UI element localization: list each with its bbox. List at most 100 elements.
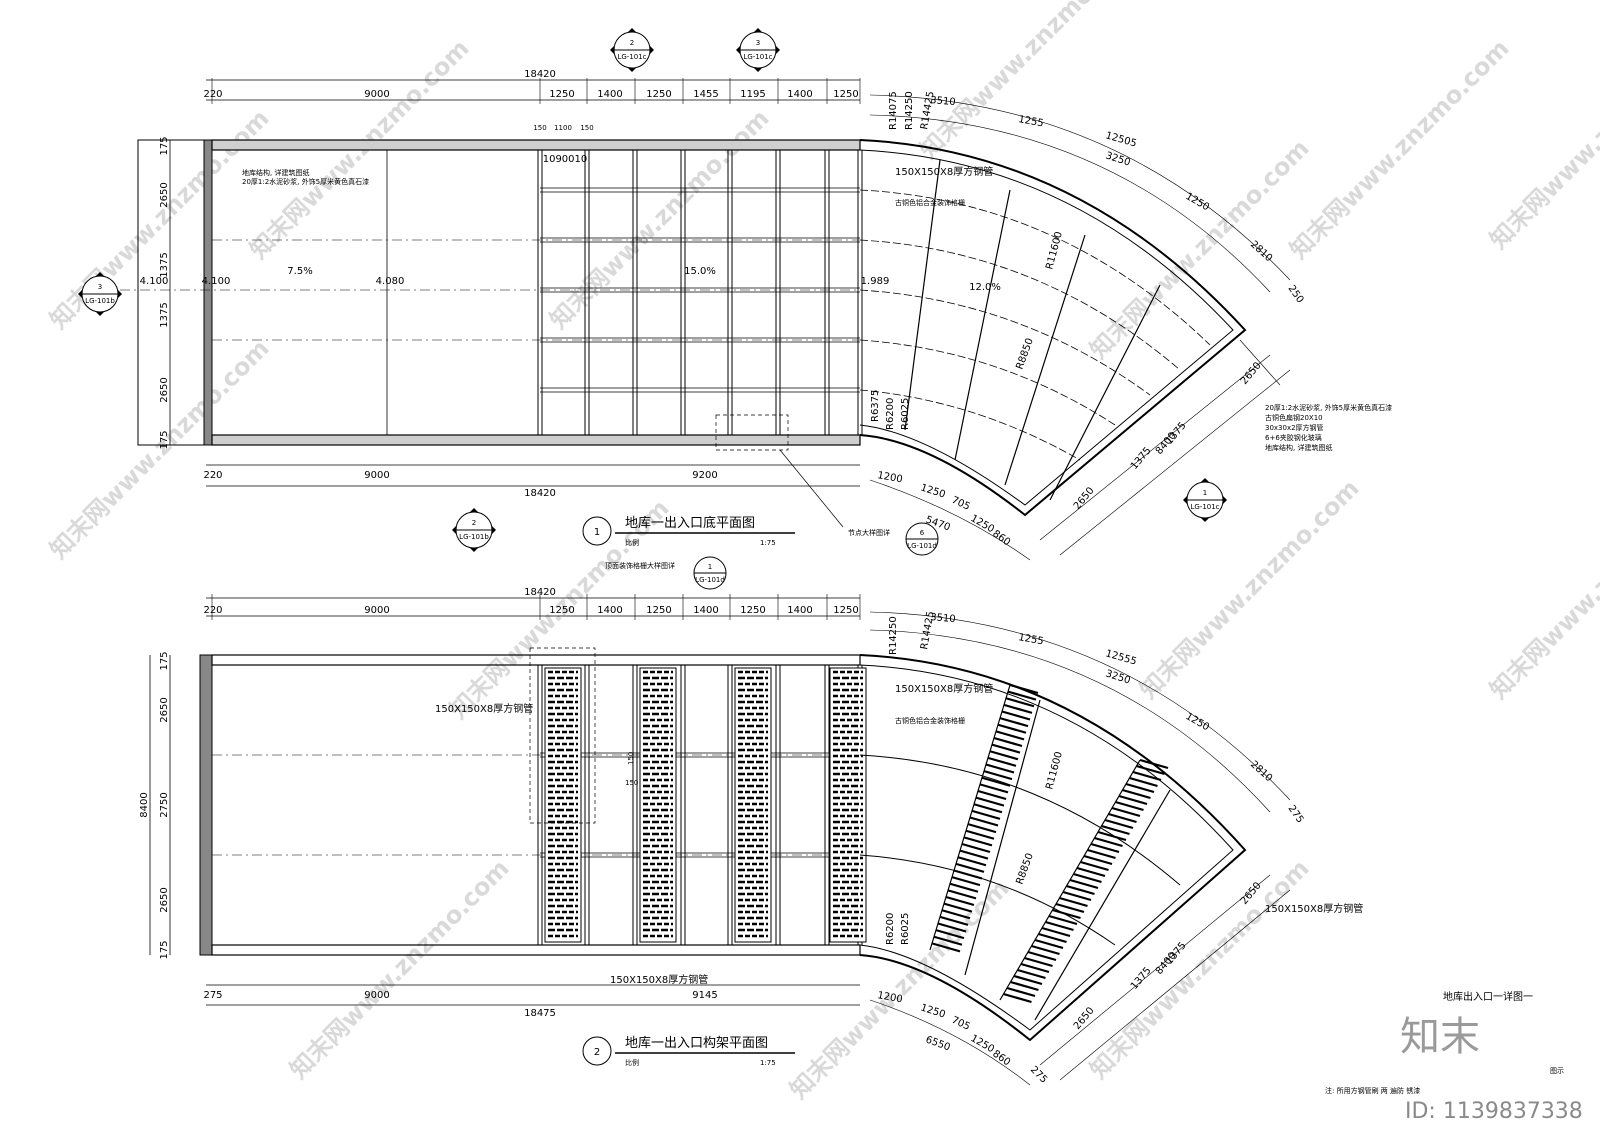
p2-inner-dim: 150 <box>627 752 635 765</box>
p2-steel-label: 150X150X8厚方钢管 <box>1265 902 1363 915</box>
detail-marker[interactable]: 1 LG-101d <box>693 556 727 590</box>
p1-radius: R6375 <box>870 390 881 422</box>
p1-note-right: 30x30x2厚方钢管 <box>1265 423 1324 432</box>
p1-bottom-total: 18420 <box>524 488 556 499</box>
p1-note: 20厚1:2水泥砂浆, 外饰5厚米黄色真石漆 <box>242 177 369 186</box>
p1-arc-dim: 12505 <box>1104 130 1138 149</box>
p2-number-circle <box>582 1036 612 1066</box>
p2-arc-dim-inner: 860 <box>990 1048 1012 1068</box>
section-marker[interactable]: 3 LG-101c <box>736 28 780 72</box>
p1-bottom-dim: 9200 <box>692 470 717 481</box>
p1-top-dim: 1195 <box>740 89 765 100</box>
p1-scale: 1:75 <box>760 539 776 547</box>
p2-grille-detail-label: 顶面装饰格栅大样图详 <box>605 561 675 570</box>
id-text: ID: 1139837338 <box>1405 1099 1583 1124</box>
p2-top-dim: 1250 <box>740 605 765 616</box>
section-num: 1 <box>1203 489 1207 497</box>
section-marker[interactable]: 2 LG-101c <box>610 28 654 72</box>
p1-top-dim: 1455 <box>693 89 718 100</box>
section-ref: LG-101c <box>1190 503 1219 511</box>
p2-top-total: 18420 <box>524 587 556 598</box>
p1-radius: R6025 <box>900 398 911 430</box>
p1-arc-dim: 250 <box>1286 283 1306 305</box>
p2-radius: R14250 <box>888 616 899 655</box>
p2-top-dim: 1250 <box>549 605 574 616</box>
p1-detail-label: 节点大样图详 <box>848 528 890 537</box>
p1-top-dim: 1400 <box>787 89 812 100</box>
p1-radius: R14250 <box>904 91 915 130</box>
sheet-title: 地库出入口一详图一 <box>1443 990 1533 1003</box>
p1-radius: R14075 <box>888 91 899 130</box>
p1-left-dim: 175 <box>159 136 170 155</box>
p1-grille-label: 古铜色铝合金装饰格栅 <box>895 198 965 207</box>
p2-arc-dim: 1255 <box>1017 632 1044 647</box>
p2-bottom-dim: 275 <box>203 990 222 1001</box>
p1-scale-label: 比例 <box>625 538 639 547</box>
p2-top-dim: 9000 <box>364 605 389 616</box>
section-ref: LG-101c <box>617 53 646 61</box>
p1-left-dim: 1375 <box>159 252 170 277</box>
p1-slope: 15.0% <box>684 266 716 277</box>
p1-level: 1.989 <box>861 276 890 287</box>
section-ref: LG-101c <box>743 53 772 61</box>
p1-note-right: 6+6夹胶钢化玻璃 <box>1265 433 1322 442</box>
section-marker[interactable]: 1 LG-101c <box>1183 478 1227 522</box>
legend-label: 图示 <box>1550 1067 1564 1075</box>
p1-sub-dim: 1100 <box>554 124 572 132</box>
p2-left-dim: 2650 <box>159 697 170 722</box>
p1-arc-dim: 2810 <box>1248 239 1274 264</box>
section-ref: LG-101d <box>907 542 937 550</box>
watermark-text: 知末网www.znzmo.com <box>1134 474 1364 704</box>
p2-title: 地库一出入口构架平面图 <box>625 1035 768 1051</box>
p2-arc-dim-inner: 6550 <box>924 1034 952 1053</box>
watermark-text: 知末网www.znzmo.com <box>544 104 774 334</box>
p2-arc-dim: 2810 <box>1248 759 1274 784</box>
p1-slope: 7.5% <box>287 266 312 277</box>
p1-level: 4.100 <box>140 276 169 287</box>
p1-right-dim: 2650 <box>1239 360 1264 387</box>
plan-2-frame-plan <box>149 594 1291 1086</box>
p2-bottom-total: 18475 <box>524 1008 556 1019</box>
p1-arc-dim-inner: 1200 <box>876 470 903 485</box>
section-num: 1 <box>708 563 712 571</box>
p1-note-right: 古铜色扁钢20X10 <box>1265 413 1323 422</box>
p2-steel-label: 150X150X8厚方钢管 <box>435 702 533 715</box>
p1-top-dim: 220 <box>203 89 222 100</box>
watermark-text: 知末网www.znzmo.com <box>284 854 514 1084</box>
section-marker[interactable]: 2 LG-101b <box>452 508 496 552</box>
p2-arc-dim-inner: 705 <box>950 1015 972 1033</box>
p1-note-right: 20厚1:2水泥砂浆, 外饰5厚米黄色真石漆 <box>1265 403 1392 412</box>
p2-right-dim: 2650 <box>1072 1005 1097 1032</box>
p2-radius: R8850 <box>1014 852 1035 886</box>
p1-arc-dim: 1250 <box>1184 191 1212 213</box>
p1-radius: R11600 <box>1044 230 1065 270</box>
p1-sub-dim: 150 <box>580 124 593 132</box>
detail-marker[interactable]: 6 LG-101d <box>905 522 939 556</box>
legend-note: 注: 所用方钢管刷 两 遍防 锈漆 <box>1325 1086 1420 1095</box>
p1-radius: R6200 <box>885 398 896 430</box>
brand-logo: 知末 <box>1400 1014 1480 1060</box>
p2-left-dim: 175 <box>159 651 170 670</box>
p1-level: 4.080 <box>376 276 405 287</box>
watermark-text: 知末网www.znzmo.com <box>1084 134 1314 364</box>
section-marker[interactable]: 3 LG-101b <box>78 272 122 316</box>
p2-bottom-dim: 9145 <box>692 990 717 1001</box>
p1-note-right: 地库结构, 详建筑图纸 <box>1265 443 1332 452</box>
p2-top-dim: 1250 <box>833 605 858 616</box>
p2-arc-dim: 12555 <box>1104 648 1138 667</box>
p2-left-dim: 175 <box>159 940 170 959</box>
p1-top-dim: 9000 <box>364 89 389 100</box>
p1-slope: 12.0% <box>969 282 1001 293</box>
p2-left-dim: 2650 <box>159 887 170 912</box>
p1-level: 4.100 <box>202 276 231 287</box>
p2-top-dim: 1400 <box>693 605 718 616</box>
p2-top-dim: 220 <box>203 605 222 616</box>
p1-left-dim: 175 <box>159 430 170 449</box>
section-num: 6 <box>920 529 925 537</box>
p2-grille-label: 古铜色铝合金装饰格栅 <box>895 716 965 725</box>
p2-arc-dim: 275 <box>1286 803 1306 825</box>
p1-arc-dim: 3250 <box>1104 150 1132 168</box>
watermark-text: 知末网www.znzmo.com <box>784 874 1014 1104</box>
p2-steel-label: 150X150X8厚方钢管 <box>610 973 708 986</box>
